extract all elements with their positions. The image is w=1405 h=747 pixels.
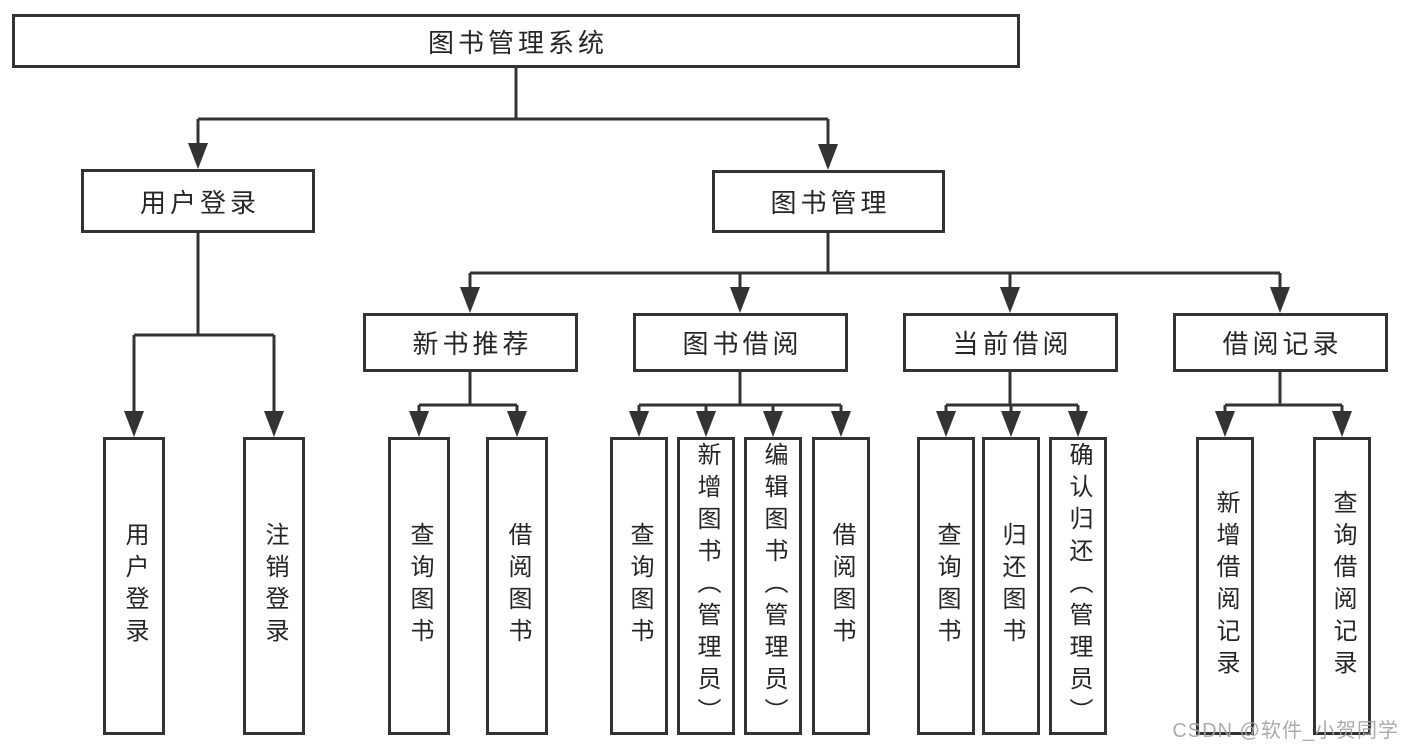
node-borrow-records-label: 借阅记录 bbox=[1222, 329, 1343, 359]
leaf-logout-login-label: 注销登录 bbox=[261, 522, 288, 650]
leaf-borrow-books-recommend: 借阅图书 bbox=[486, 437, 548, 735]
leaf-query-books-borrowing: 查询图书 bbox=[610, 437, 668, 735]
leaf-logout-login: 注销登录 bbox=[243, 437, 305, 735]
leaf-user-login: 用户登录 bbox=[103, 437, 165, 735]
node-book-borrowing-label: 图书借阅 bbox=[682, 329, 803, 359]
leaf-query-borrow-record-label: 查询借阅记录 bbox=[1329, 490, 1356, 682]
leaf-query-books-borrowing-label: 查询图书 bbox=[626, 522, 653, 650]
node-book-management: 图书管理 bbox=[712, 170, 945, 233]
leaf-add-borrow-record: 新增借阅记录 bbox=[1196, 437, 1254, 735]
node-user-login-label: 用户登录 bbox=[139, 187, 260, 218]
leaf-borrow-books-borrowing-label: 借阅图书 bbox=[828, 522, 855, 650]
node-new-book-recommend: 新书推荐 bbox=[363, 313, 578, 372]
node-root-system: 图书管理系统 bbox=[12, 14, 1020, 68]
leaf-query-books-recommend-label: 查询图书 bbox=[406, 522, 433, 650]
leaf-query-books-current-label: 查询图书 bbox=[933, 522, 960, 650]
leaf-return-books: 归还图书 bbox=[982, 437, 1040, 735]
node-borrow-records: 借阅记录 bbox=[1173, 313, 1388, 372]
leaf-confirm-return-admin: 确认归还（管理员） bbox=[1049, 437, 1107, 735]
leaf-confirm-return-admin-label: 确认归还（管理员） bbox=[1065, 442, 1092, 730]
leaf-add-books-admin-label: 新增图书（管理员） bbox=[693, 442, 720, 730]
node-current-borrowing: 当前借阅 bbox=[903, 313, 1118, 372]
leaf-edit-books-admin-label: 编辑图书（管理员） bbox=[760, 442, 787, 730]
leaf-user-login-label: 用户登录 bbox=[121, 522, 148, 650]
node-new-book-recommend-label: 新书推荐 bbox=[412, 329, 533, 359]
node-book-borrowing: 图书借阅 bbox=[633, 313, 848, 372]
connector-paths bbox=[132, 68, 1344, 415]
arrowheads bbox=[124, 143, 1352, 437]
node-current-borrowing-label: 当前借阅 bbox=[952, 329, 1073, 359]
node-user-login: 用户登录 bbox=[81, 169, 315, 233]
leaf-add-books-admin: 新增图书（管理员） bbox=[677, 437, 735, 735]
leaf-query-borrow-record: 查询借阅记录 bbox=[1313, 437, 1371, 735]
node-book-management-label: 图书管理 bbox=[770, 188, 891, 218]
csdn-watermark: CSDN @软件_小贺同学 bbox=[1172, 720, 1399, 742]
leaf-borrow-books-borrowing: 借阅图书 bbox=[812, 437, 870, 735]
leaf-borrow-books-recommend-label: 借阅图书 bbox=[504, 522, 531, 650]
leaf-return-books-label: 归还图书 bbox=[998, 522, 1025, 650]
leaf-query-books-recommend: 查询图书 bbox=[388, 437, 450, 735]
leaf-add-borrow-record-label: 新增借阅记录 bbox=[1212, 490, 1239, 682]
leaf-edit-books-admin: 编辑图书（管理员） bbox=[744, 437, 802, 735]
node-root-label: 图书管理系统 bbox=[427, 27, 608, 58]
leaf-query-books-current: 查询图书 bbox=[917, 437, 975, 735]
